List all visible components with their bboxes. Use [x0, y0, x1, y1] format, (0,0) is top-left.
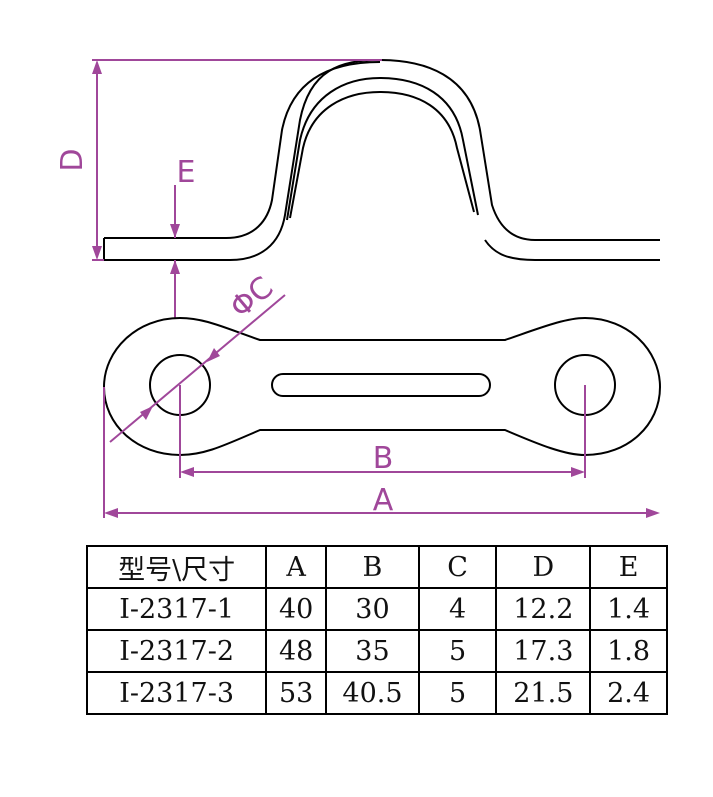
- label-b: B: [373, 441, 394, 476]
- table-cell: 35: [325, 629, 420, 673]
- dimension-e: E: [170, 155, 195, 318]
- table-cell: 5: [417, 671, 498, 715]
- spec-table: 型号\尺寸 A B C D E I-2317-1 40 30 4 12.2 1.…: [85, 545, 668, 715]
- header-cell: 型号\尺寸: [85, 545, 268, 589]
- table-cell: 5: [417, 629, 498, 673]
- label-e: E: [177, 155, 196, 190]
- top-view: [102, 316, 662, 457]
- arrowhead: [140, 406, 153, 420]
- arrowhead: [92, 246, 102, 260]
- table-header-row: 型号\尺寸 A B C D E: [85, 545, 668, 589]
- table-cell: 1.4: [589, 587, 668, 631]
- side-view-inner-arch-1: [286, 76, 479, 221]
- header-cell: E: [589, 545, 668, 589]
- table-cell: 30: [325, 587, 420, 631]
- table-cell: 40: [265, 587, 328, 631]
- side-view-inner-profile: [104, 61, 381, 239]
- header-cell: B: [325, 545, 420, 589]
- table-cell: I-2317-3: [85, 671, 268, 715]
- table-cell: I-2317-1: [85, 587, 268, 631]
- table-row: I-2317-1 40 30 4 12.2 1.4: [85, 587, 668, 631]
- table-row: I-2317-2 48 35 5 17.3 1.8: [85, 629, 668, 673]
- center-slot: [271, 373, 491, 397]
- table-cell: 48: [265, 629, 328, 673]
- table-cell: I-2317-2: [85, 629, 268, 673]
- arrowhead: [207, 348, 220, 362]
- table-cell: 40.5: [325, 671, 420, 715]
- table-cell: 2.4: [589, 671, 668, 715]
- label-a: A: [373, 483, 394, 518]
- arrowhead: [180, 467, 194, 477]
- table-cell: 21.5: [495, 671, 592, 715]
- table-cell: 53: [265, 671, 328, 715]
- label-c: ΦC: [224, 270, 281, 325]
- arrowhead: [571, 467, 585, 477]
- arrowhead: [170, 260, 180, 274]
- label-d: D: [55, 148, 90, 171]
- table-cell: 17.3: [495, 629, 592, 673]
- dimension-b: B: [179, 385, 586, 478]
- table-row: I-2317-3 53 40.5 5 21.5 2.4: [85, 671, 668, 715]
- table-cell: 4: [417, 587, 498, 631]
- header-cell: D: [495, 545, 592, 589]
- header-cell: A: [265, 545, 328, 589]
- table-cell: 12.2: [495, 587, 592, 631]
- dimension-a: A: [103, 387, 660, 518]
- dimension-c: ΦC: [109, 270, 286, 443]
- arrowhead: [170, 224, 180, 238]
- side-view-inner-arch-2: [289, 90, 475, 219]
- side-view-bottom-line: [484, 239, 660, 261]
- arrowhead: [104, 508, 118, 518]
- dimension-d: D: [55, 59, 382, 261]
- arrowhead: [646, 508, 660, 518]
- table-cell: 1.8: [589, 629, 668, 673]
- technical-drawing: D E ΦC B A: [55, 58, 662, 518]
- header-cell: C: [417, 545, 498, 589]
- arrowhead: [92, 60, 102, 74]
- top-view-outline: [102, 316, 662, 457]
